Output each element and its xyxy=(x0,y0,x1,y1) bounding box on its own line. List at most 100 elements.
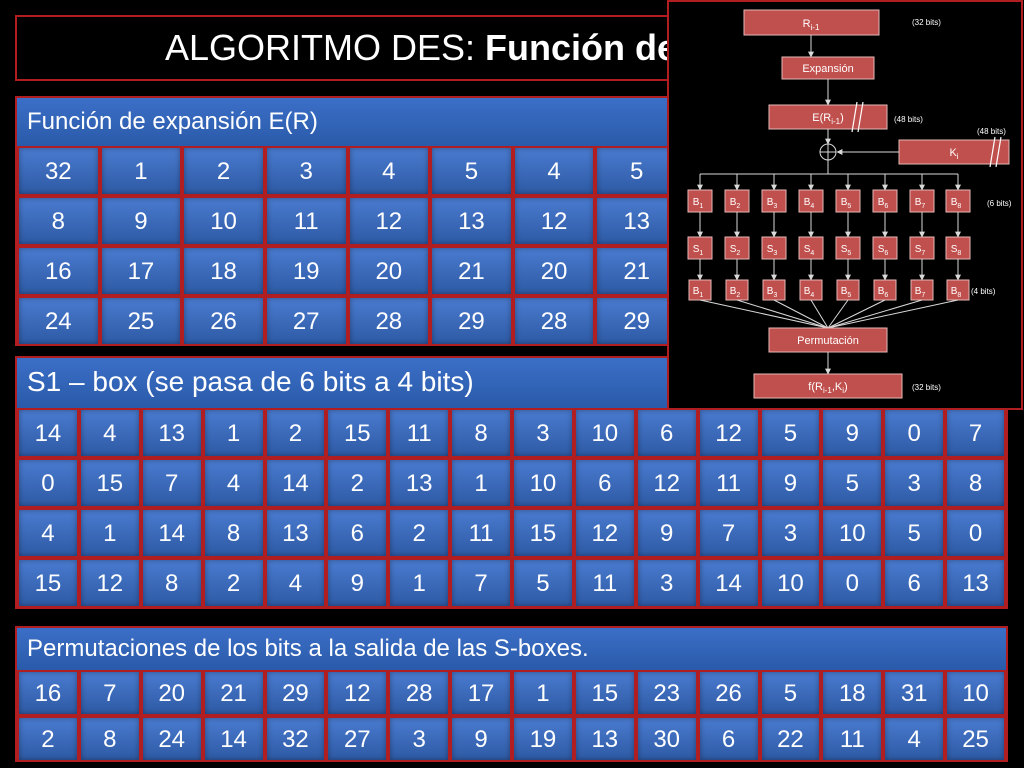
r-input-size: (32 bits) xyxy=(912,18,941,27)
table-cell: 13 xyxy=(388,458,451,508)
table-cell: 7 xyxy=(140,458,203,508)
table-cell: 28 xyxy=(388,670,451,716)
table-cell: 13 xyxy=(430,196,513,246)
table-cell: 0 xyxy=(945,508,1006,558)
table-cell: 2 xyxy=(202,558,265,608)
b-block-label: B7 xyxy=(915,197,926,210)
table-cell: 18 xyxy=(821,670,884,716)
table-cell: 3 xyxy=(512,408,574,458)
table-cell: 5 xyxy=(595,146,678,196)
table-cell: 13 xyxy=(573,716,636,762)
table-cell: 32 xyxy=(17,146,100,196)
table-cell: 15 xyxy=(17,558,79,608)
table-cell: 1 xyxy=(388,558,451,608)
b-block-label: B3 xyxy=(767,197,778,210)
table-cell: 4 xyxy=(202,458,265,508)
s-output-label: B5 xyxy=(841,286,852,299)
table-cell: 2 xyxy=(182,146,265,196)
table-cell: 22 xyxy=(759,716,822,762)
table-cell: 13 xyxy=(264,508,327,558)
table-cell: 0 xyxy=(17,458,79,508)
table-cell: 19 xyxy=(512,716,574,762)
table-cell: 12 xyxy=(635,458,698,508)
s-output-label: B8 xyxy=(951,286,962,299)
table-cell: 8 xyxy=(202,508,265,558)
feistel-diagram-svg: Ri-1 (32 bits) Expansión E(Ri-1) (48 bit… xyxy=(687,9,1012,399)
b-size: (6 bits) xyxy=(987,199,1012,208)
table-cell: 20 xyxy=(512,246,596,296)
table-cell: 2 xyxy=(326,458,389,508)
table-cell: 27 xyxy=(264,296,348,346)
table-cell: 2 xyxy=(17,716,79,762)
s-output-label: B3 xyxy=(767,286,778,299)
table-cell: 12 xyxy=(347,196,431,246)
table-cell: 5 xyxy=(759,408,822,458)
table-cell: 6 xyxy=(697,716,760,762)
table-cell: 9 xyxy=(635,508,698,558)
table-cell: 5 xyxy=(883,508,946,558)
table-cell: 6 xyxy=(635,408,698,458)
table-cell: 15 xyxy=(78,458,141,508)
table-cell: 3 xyxy=(883,458,946,508)
table-cell: 28 xyxy=(347,296,431,346)
table-cell: 1 xyxy=(78,508,141,558)
e-size: (48 bits) xyxy=(894,115,923,124)
table-cell: 17 xyxy=(99,246,183,296)
table-cell: 16 xyxy=(17,670,79,716)
table-cell: 12 xyxy=(573,508,636,558)
table-cell: 3 xyxy=(635,558,698,608)
b-block-label: B5 xyxy=(841,197,852,210)
s-box-label: S2 xyxy=(730,244,741,257)
table-cell: 1 xyxy=(202,408,265,458)
s-box-label: S5 xyxy=(841,244,852,257)
table-cell: 24 xyxy=(17,296,100,346)
f-output-label: f(Ri-1,Ki) xyxy=(808,381,847,395)
table-cell: 10 xyxy=(759,558,822,608)
table-cell: 29 xyxy=(595,296,678,346)
table-cell: 10 xyxy=(182,196,265,246)
table-cell: 14 xyxy=(697,558,760,608)
table-cell: 0 xyxy=(821,558,884,608)
s-output-label: B1 xyxy=(693,286,704,299)
table-cell: 17 xyxy=(450,670,512,716)
table-cell: 3 xyxy=(388,716,451,762)
table-cell: 9 xyxy=(326,558,389,608)
table-cell: 11 xyxy=(697,458,760,508)
table-cell: 1 xyxy=(99,146,183,196)
table-cell: 7 xyxy=(450,558,512,608)
table-cell: 10 xyxy=(512,458,574,508)
f-output-size: (32 bits) xyxy=(912,383,941,392)
table-cell: 23 xyxy=(635,670,698,716)
table-cell: 10 xyxy=(821,508,884,558)
table-cell: 24 xyxy=(140,716,203,762)
table-cell: 8 xyxy=(140,558,203,608)
table-cell: 2 xyxy=(264,408,327,458)
table-cell: 21 xyxy=(595,246,678,296)
table-cell: 14 xyxy=(140,508,203,558)
table-cell: 14 xyxy=(17,408,79,458)
expansion-label: Expansión xyxy=(802,63,853,75)
table-cell: 3 xyxy=(264,146,348,196)
table-cell: 13 xyxy=(140,408,203,458)
table-cell: 2 xyxy=(388,508,451,558)
table-cell: 9 xyxy=(759,458,822,508)
table-cell: 7 xyxy=(945,408,1006,458)
table-cell: 9 xyxy=(450,716,512,762)
table-cell: 9 xyxy=(821,408,884,458)
s-box-label: S8 xyxy=(951,244,962,257)
table-cell: 1 xyxy=(450,458,512,508)
table-cell: 12 xyxy=(697,408,760,458)
table-cell: 4 xyxy=(17,508,79,558)
table-cell: 21 xyxy=(202,670,265,716)
table-cell: 20 xyxy=(347,246,431,296)
